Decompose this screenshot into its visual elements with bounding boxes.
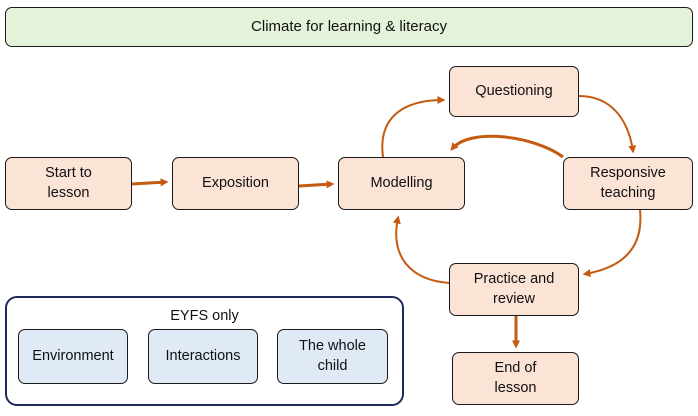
arrow-questioning-to-responsive: [578, 95, 637, 154]
eyfs-item-environment-label: Environment: [32, 347, 114, 364]
node-start-to-lesson: Start to lesson: [5, 157, 132, 210]
node-exposition: Exposition: [172, 157, 299, 210]
node-exposition-label: Exposition: [202, 174, 269, 191]
arrow-responsive-to-modelling: [450, 134, 564, 159]
eyfs-item-the-whole-child: The whole child: [277, 329, 388, 384]
node-start-to-lesson-label: Start to lesson: [45, 164, 92, 201]
arrow-practice-to-modelling: [392, 215, 450, 284]
arrow-responsive-to-practice: [582, 209, 642, 278]
eyfs-title: EYFS only: [170, 308, 239, 324]
node-practice-and-review-label: Practice and review: [473, 270, 555, 307]
arrow-start-to-exposition: [131, 178, 169, 187]
arrow-modelling-to-questioning: [381, 96, 446, 158]
eyfs-item-interactions: Interactions: [148, 329, 258, 384]
node-end-of-lesson: End of lesson: [452, 352, 579, 405]
node-modelling-label: Modelling: [370, 174, 433, 191]
eyfs-item-environment: Environment: [18, 329, 128, 384]
node-questioning-label: Questioning: [475, 82, 553, 99]
node-practice-and-review: Practice and review: [449, 263, 579, 316]
node-responsive-teaching-label: Responsive teaching: [590, 164, 666, 201]
node-responsive-teaching: Responsive teaching: [563, 157, 693, 210]
eyfs-item-interactions-label: Interactions: [165, 347, 241, 364]
arrow-exposition-to-modelling: [298, 180, 335, 189]
climate-header: Climate for learning & literacy: [5, 7, 693, 47]
climate-header-label: Climate for learning & literacy: [251, 17, 447, 35]
node-end-of-lesson-label: End of lesson: [494, 359, 537, 396]
eyfs-item-the-whole-child-label: The whole child: [299, 337, 366, 374]
node-questioning: Questioning: [449, 66, 579, 117]
node-modelling: Modelling: [338, 157, 465, 210]
